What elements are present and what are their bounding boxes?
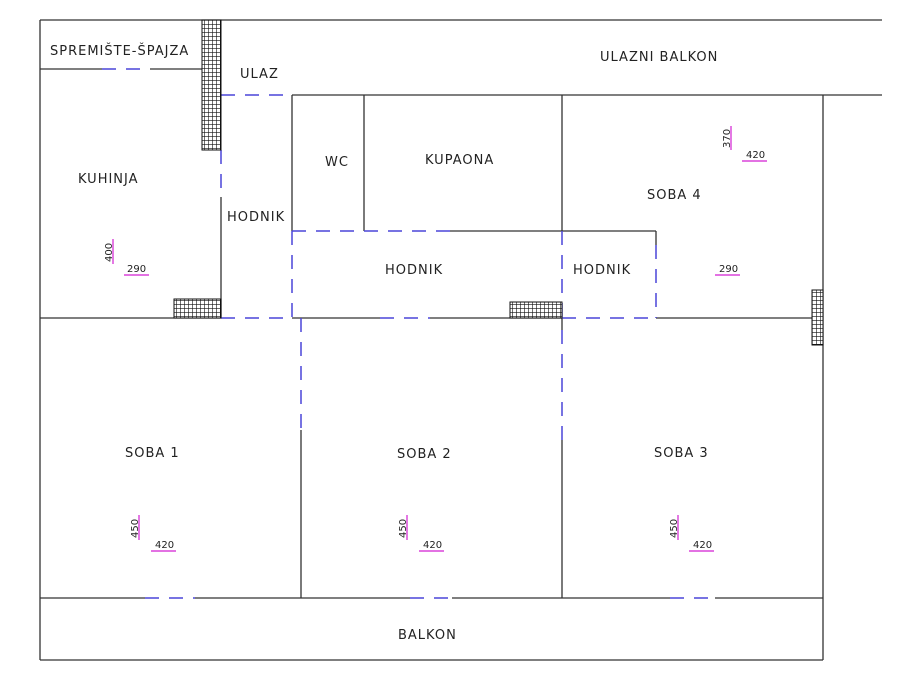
dim-soba3-h: 450 <box>669 519 680 538</box>
dimensions: 400 290 370 420 290 450 420 450 420 450 … <box>104 126 767 552</box>
dim-soba4-h: 370 <box>722 129 733 148</box>
label-hodnik-3: HODNIK <box>573 263 631 278</box>
dim-soba4-w: 420 <box>746 150 765 161</box>
dim-soba2-h: 450 <box>398 519 409 538</box>
hatched-walls <box>173 19 824 346</box>
label-balkon: BALKON <box>398 628 457 643</box>
openings <box>102 68 715 599</box>
label-hodnik-1: HODNIK <box>227 210 285 225</box>
room-labels: SPREMIŠTE-ŠPAJZA ULAZ ULAZNI BALKON KUHI… <box>50 43 718 643</box>
label-soba-2: SOBA 2 <box>397 447 452 462</box>
label-kupaona: KUPAONA <box>425 153 494 168</box>
dim-soba4-w2: 290 <box>719 264 738 275</box>
label-hodnik-2: HODNIK <box>385 263 443 278</box>
walls <box>39 19 882 661</box>
label-soba-1: SOBA 1 <box>125 446 180 461</box>
dim-kuhinja-w: 290 <box>127 264 146 275</box>
dim-kuhinja-h: 400 <box>104 243 115 262</box>
label-soba-3: SOBA 3 <box>654 446 709 461</box>
dim-soba3-w: 420 <box>693 540 712 551</box>
label-ulazni-balkon: ULAZNI BALKON <box>600 50 718 65</box>
label-ulaz: ULAZ <box>240 67 279 82</box>
dim-soba1-w: 420 <box>155 540 174 551</box>
dim-soba1-h: 450 <box>130 519 141 538</box>
label-kuhinja: KUHINJA <box>78 172 139 187</box>
label-spremiste: SPREMIŠTE-ŠPAJZA <box>50 43 189 59</box>
label-soba-4: SOBA 4 <box>647 188 702 203</box>
label-wc: WC <box>325 155 349 170</box>
dim-soba2-w: 420 <box>423 540 442 551</box>
